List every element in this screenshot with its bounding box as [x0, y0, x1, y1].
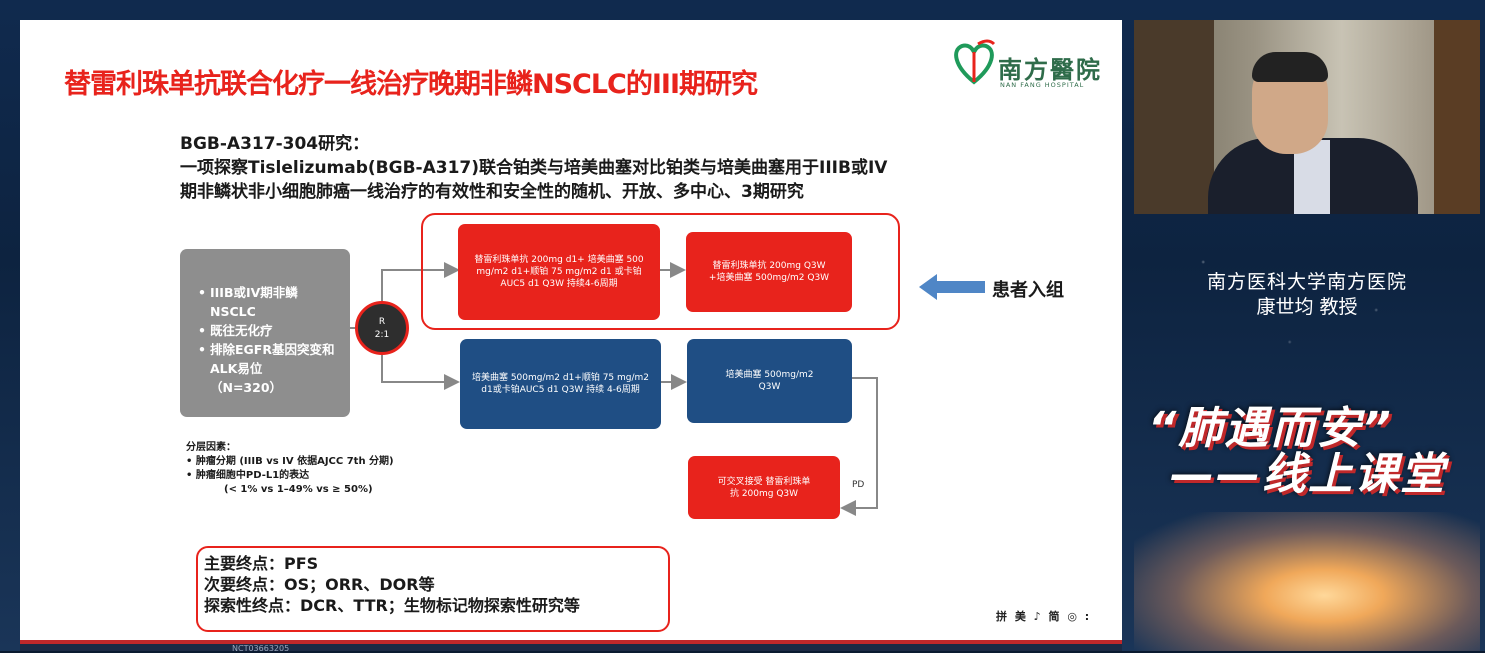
arm-a-induction-box: 替雷利珠单抗 200mg d1+ 培美曲塞 500 mg/m2 d1+顺铂 75… [458, 224, 660, 320]
stratification-factors: 分层因素： • 肿瘤分期 (IIIB vs IV 依据AJCC 7th 分期) … [186, 441, 394, 497]
hospital-logo-subtitle: NAN FANG HOSPITAL [1000, 81, 1085, 89]
patient-criterion: IIIB或IV期非鳞NSCLC [198, 283, 338, 321]
study-heading-line-2: 一项探察Tislelizumab(BGB-A317)联合铂类与培美曲塞对比铂类与… [180, 158, 888, 178]
pd-label: PD [852, 480, 865, 490]
arm-b-induction-text: 培美曲塞 500mg/m2 d1+顺铂 75 mg/m2 d1或卡铂AUC5 d… [471, 373, 650, 395]
hospital-logo: 南方醫院 NAN FANG HOSPITAL [948, 36, 1108, 94]
randomization-label: R [378, 317, 386, 327]
study-heading-line-1: BGB-A317-304研究： [180, 134, 370, 154]
endpoints-frame [196, 546, 670, 632]
arm-b-induction-box: 培美曲塞 500mg/m2 d1+顺铂 75 mg/m2 d1或卡铂AUC5 d… [460, 339, 661, 429]
speaker-affiliation: 南方医科大学南方医院 [1206, 271, 1407, 293]
hospital-logo-name: 南方醫院 [998, 55, 1102, 84]
endpoint-secondary: 次要终点：OS；ORR、DOR等 [204, 575, 435, 594]
course-subtitle: ——线上课堂 [1170, 449, 1446, 500]
earth-glow [1134, 512, 1480, 651]
course-banner: “肺遇而安” ——线上课堂 [1134, 372, 1480, 651]
enrollment-label: 患者入组 [992, 280, 1064, 301]
sponsor-logos: 拼 美 ♪ 简 ◎ : [996, 610, 1092, 623]
patient-criteria-box: IIIB或IV期非鳞NSCLC 既往无化疗 排除EGFR基因突变和ALK易位 （… [180, 249, 350, 417]
stratification-detail: (< 1% vs 1–49% vs ≥ 50%) [224, 484, 373, 495]
patient-criterion: 既往无化疗 [198, 321, 338, 340]
endpoint-exploratory: 探索性终点：DCR、TTR；生物标记物探索性研究等 [204, 596, 580, 615]
trial-id: NCT03663205 [232, 644, 290, 653]
arm-a-maintenance-box: 替雷利珠单抗 200mg Q3W +培美曲塞 500mg/m2 Q3W [686, 232, 852, 312]
course-title: “肺遇而安” [1148, 403, 1393, 454]
endpoints: 主要终点：PFS 次要终点：OS；ORR、DOR等 探索性终点：DCR、TTR；… [204, 553, 580, 616]
arm-a-maintenance-text: 替雷利珠单抗 200mg Q3W +培美曲塞 500mg/m2 Q3W [708, 261, 830, 283]
crossover-text: 可交叉接受 替雷利珠单抗 200mg Q3W [717, 476, 811, 499]
randomization-ratio: 2:1 [374, 330, 390, 340]
stratification-title: 分层因素： [186, 442, 236, 453]
patient-count: （N=320） [210, 380, 283, 395]
endpoint-primary: 主要终点：PFS [204, 554, 319, 573]
flow-connectors [350, 262, 878, 516]
study-heading-line-3: 期非鳞状非小细胞肺癌一线治疗的有效性和安全性的随机、开放、多中心、3期研究 [180, 182, 804, 202]
enrollment-arrow-icon [919, 274, 985, 300]
connector-r-to-arm-b [381, 355, 460, 390]
starfield [1134, 214, 1480, 374]
slide-footer-accent [20, 640, 1122, 644]
crossover-box: 可交叉接受 替雷利珠单抗 200mg Q3W [688, 456, 840, 519]
connector-pd [840, 377, 878, 516]
randomization-node: R 2:1 [355, 301, 409, 355]
arm-b-maintenance-box: 培美曲塞 500mg/m2 Q3W [687, 339, 852, 423]
slide-title: 替雷利珠单抗联合化疗一线治疗晚期非鳞NSCLC的III期研究 [64, 69, 758, 100]
study-heading: BGB-A317-304研究： 一项探察Tislelizumab(BGB-A31… [180, 132, 887, 204]
connector-r-to-arm-a [381, 262, 460, 301]
speaker-info: 南方医科大学南方医院 康世均 教授 [1134, 270, 1480, 320]
arm-b-maintenance-text: 培美曲塞 500mg/m2 Q3W [725, 370, 814, 392]
speaker-name: 康世均 教授 [1256, 296, 1358, 318]
speaker-video [1134, 20, 1480, 214]
arm-a-induction-text: 替雷利珠单抗 200mg d1+ 培美曲塞 500 mg/m2 d1+顺铂 75… [474, 255, 644, 289]
stratification-item: • 肿瘤分期 (IIIB vs IV 依据AJCC 7th 分期) [186, 456, 394, 467]
slide-footer-bar: NCT03663205 [20, 640, 1122, 653]
presentation-slide: 替雷利珠单抗联合化疗一线治疗晚期非鳞NSCLC的III期研究 南方醫院 NAN … [20, 20, 1122, 648]
hospital-logo-icon [954, 39, 996, 85]
arm-a-highlight-frame [421, 213, 900, 330]
stratification-item: • 肿瘤细胞中PD-L1的表达 [186, 470, 310, 481]
patient-criterion: 排除EGFR基因突变和ALK易位 [198, 340, 338, 378]
